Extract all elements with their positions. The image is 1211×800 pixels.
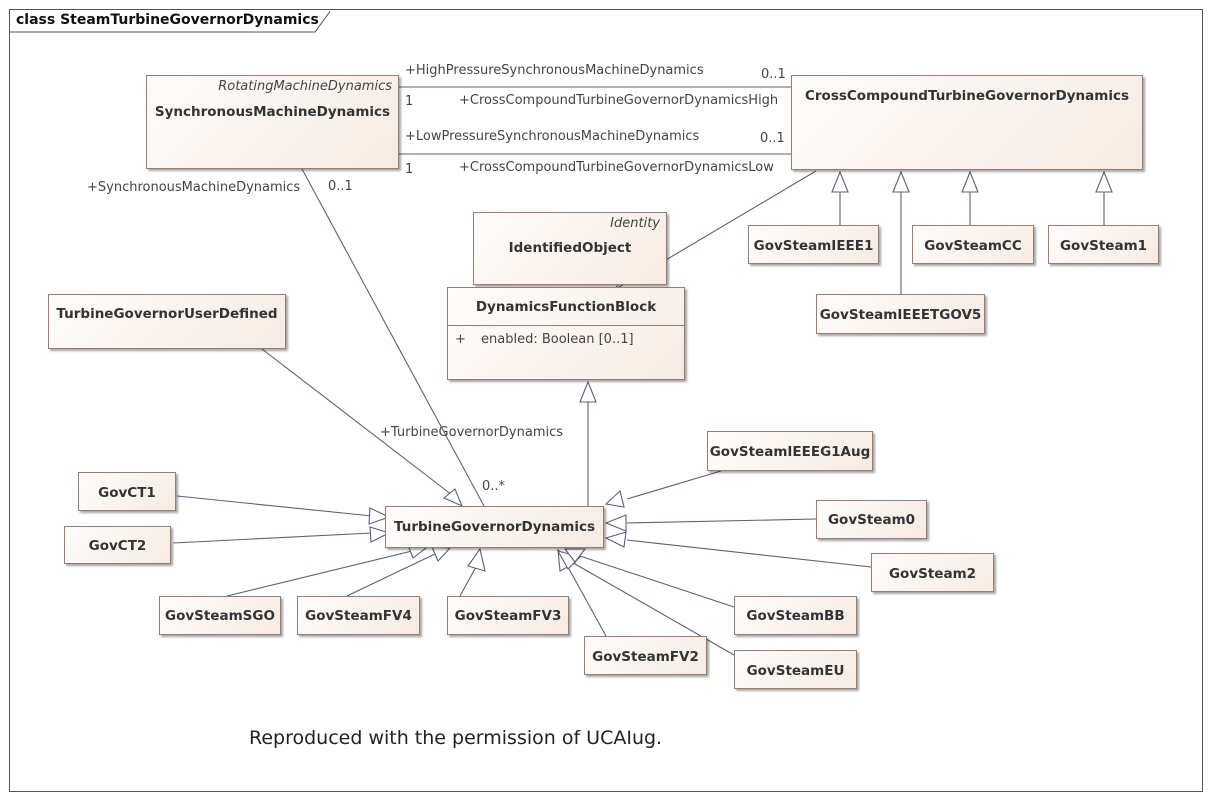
class-dynamics-function-block[interactable]: DynamicsFunctionBlock + enabled: Boolean … [447,287,685,380]
attribute-compartment-divider [448,325,684,326]
gen-govsteam2 [626,539,872,568]
arrowhead-bb [563,548,587,563]
class-gov-steam-1[interactable]: GovSteam1 [1048,225,1159,264]
gen-govct1 [176,495,373,517]
class-gov-steam-sgo[interactable]: GovSteamSGO [159,596,281,635]
class-gov-steam-fv3[interactable]: GovSteamFV3 [447,596,569,635]
class-name: GovCT2 [88,538,147,554]
class-gov-steam-ieeeg1aug[interactable]: GovSteamIEEEG1Aug [707,431,873,471]
class-gov-steam-ieee1[interactable]: GovSteamIEEE1 [748,225,879,264]
class-synchronous-machine-dynamics[interactable]: RotatingMachineDynamics SynchronousMachi… [146,75,399,169]
class-gov-ct1[interactable]: GovCT1 [78,472,176,511]
gen-user-defined [261,348,453,496]
gen-eu [574,563,735,656]
class-name: GovSteamCC [924,238,1022,254]
gen-ieeeg1aug [626,470,722,500]
arrowhead-fv4 [431,546,452,562]
class-name: GovSteamFV4 [305,608,412,624]
arrowhead-fv3 [467,547,486,572]
stereotype-label: RotatingMachineDynamics [218,79,392,94]
arrowhead-ieeetgov5 [892,170,910,193]
class-name: GovSteam1 [1059,238,1148,254]
class-turbine-governor-user-defined[interactable]: TurbineGovernorUserDefined [48,294,286,349]
class-gov-steam-cc[interactable]: GovSteamCC [912,225,1034,264]
attribute-enabled: + enabled: Boolean [0..1] [455,332,634,347]
class-gov-ct2[interactable]: GovCT2 [64,526,171,564]
gen-govct2 [172,532,373,544]
arrowhead-govsteam2 [604,531,627,548]
stereotype-label: Identity [610,216,660,231]
diagram-frame: class SteamTurbineGovernorDynamics [9,9,1203,792]
class-gov-steam-bb[interactable]: GovSteamBB [734,596,857,635]
mult-low-pressure-cc: 0..1 [760,131,785,146]
class-identified-object[interactable]: Identity IdentifiedObject [473,212,667,285]
class-name: GovSteam0 [827,512,916,528]
class-cross-compound-turbine-governor-dynamics[interactable]: CrossCompoundTurbineGovernorDynamics [791,75,1143,170]
class-name: SynchronousMachineDynamics [154,104,391,120]
class-gov-steam-2[interactable]: GovSteam2 [871,553,994,592]
mult-low-pressure-smd: 1 [405,162,414,177]
class-name: TurbineGovernorDynamics [393,519,596,535]
arrowhead-govct2 [369,526,391,543]
gen-fv3 [459,566,477,597]
class-gov-steam-eu[interactable]: GovSteamEU [734,650,857,689]
gen-govsteam0 [626,518,817,524]
class-name: GovSteamIEEEG1Aug [709,444,871,460]
class-name: GovCT1 [98,485,156,501]
class-gov-steam-fv4[interactable]: GovSteamFV4 [297,596,420,635]
class-turbine-governor-dynamics[interactable]: TurbineGovernorDynamics [385,506,604,548]
arrowhead-user-defined [442,488,464,508]
gen-sgo [226,550,413,597]
class-name: DynamicsFunctionBlock [475,299,657,315]
class-gov-steam-ieeetgov5[interactable]: GovSteamIEEETGOV5 [816,294,985,334]
class-name: IdentifiedObject [508,240,632,256]
class-name: GovSteamEU [746,663,845,679]
class-name: GovSteamIEEE1 [753,238,874,254]
role-turbine-governor-dynamics: +TurbineGovernorDynamics [380,425,564,440]
role-high-pressure-smd: +HighPressureSynchronousMachineDynamics [405,63,704,78]
mult-smd: 0..1 [328,179,353,194]
class-gov-steam-fv2[interactable]: GovSteamFV2 [584,636,707,675]
assoc-smd-tgd [301,168,485,507]
mult-high-pressure-smd: 1 [405,94,414,109]
class-name: GovSteam2 [888,566,977,582]
class-name: GovSteamIEEETGOV5 [819,307,982,323]
class-name: GovSteamFV3 [454,608,562,624]
role-low-pressure-smd: +LowPressureSynchronousMachineDynamics [405,129,700,144]
attribute-visibility: + [455,332,466,347]
frame-title: class SteamTurbineGovernorDynamics [16,12,319,28]
role-cc-low: +CrossCompoundTurbineGovernorDynamicsLow [459,160,774,175]
attribute-text: enabled: Boolean [0..1] [481,332,634,347]
class-name: GovSteamBB [746,608,845,624]
mult-high-pressure-cc: 0..1 [761,67,786,82]
arrowhead-ieeeg1aug [604,489,625,508]
arrowhead-govsteam0 [604,514,627,532]
permission-footer: Reproduced with the permission of UCAIug… [249,727,663,749]
mult-tgd: 0..* [482,479,506,494]
class-gov-steam-0[interactable]: GovSteam0 [816,500,927,539]
role-cc-high: +CrossCompoundTurbineGovernorDynamicsHig… [459,93,779,108]
class-name: GovSteamSGO [165,608,275,624]
arrowhead-govsteamcc [961,170,979,193]
arrowhead-govsteam1 [1095,170,1113,193]
role-synchronous-machine-dynamics: +SynchronousMachineDynamics [87,180,301,195]
class-name: TurbineGovernorUserDefined [56,306,278,322]
gen-fv4 [346,552,438,597]
arrowhead-ieee1 [831,170,849,193]
class-name: CrossCompoundTurbineGovernorDynamics [804,88,1129,104]
arrowhead-govct1 [368,507,391,525]
arrowhead-tgd-dfb [579,380,597,403]
gen-bb [579,555,735,608]
gen-fv2 [567,566,607,637]
class-name: GovSteamFV2 [592,649,699,665]
frame-title-tab [10,10,330,33]
